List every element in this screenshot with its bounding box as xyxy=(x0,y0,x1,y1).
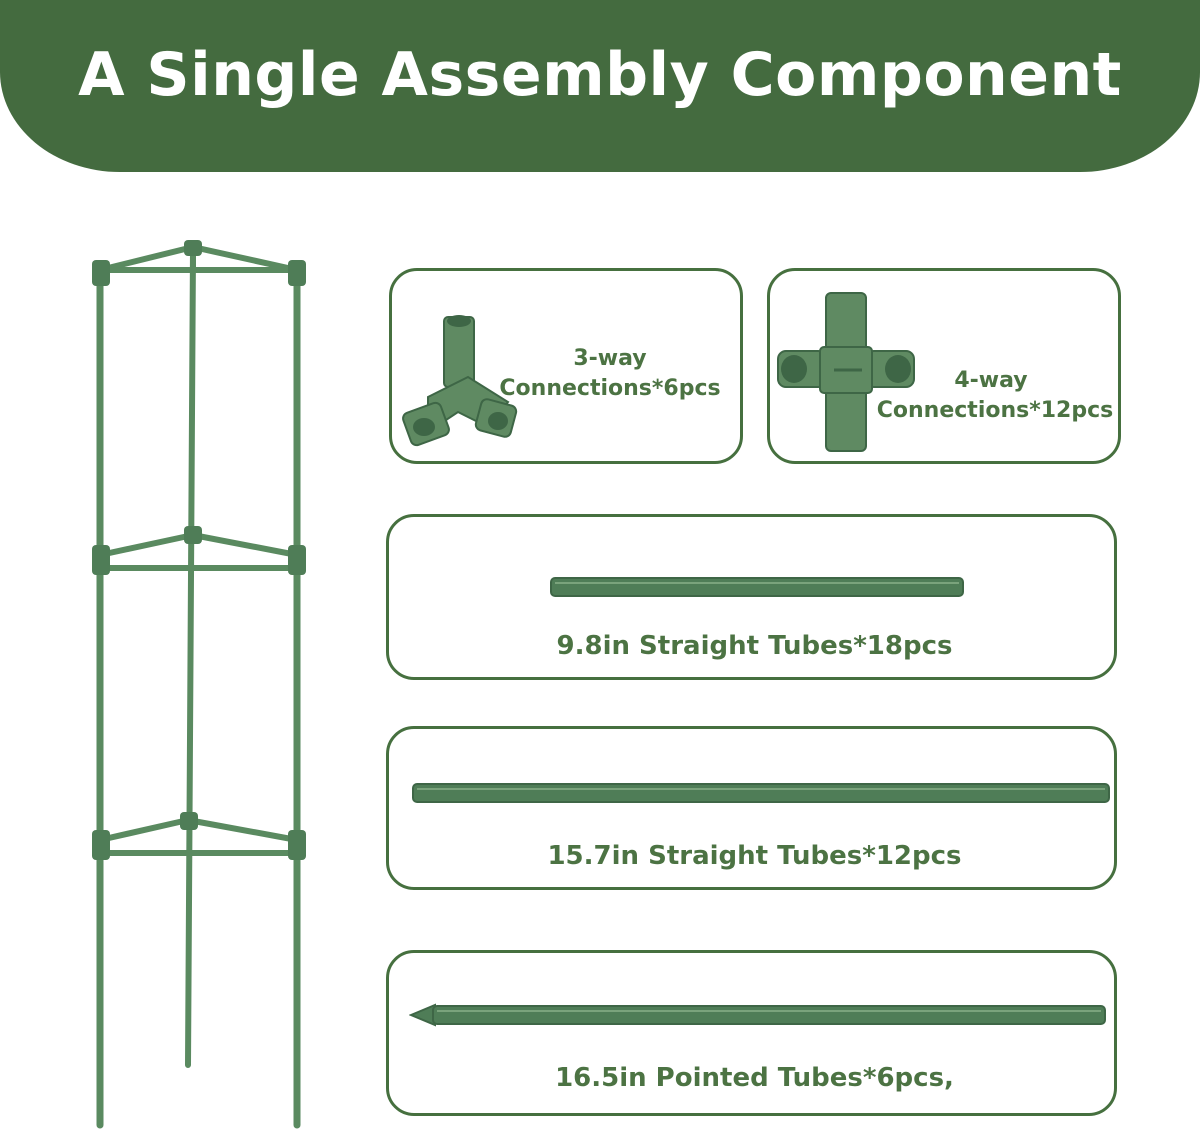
three-way-connections-card: 3-way Connections*6pcs xyxy=(389,268,743,464)
page-title: A Single Assembly Component xyxy=(78,40,1122,110)
pointed-tube-card: 16.5in Pointed Tubes*6pcs, xyxy=(386,950,1117,1116)
long-tube-label: 15.7in Straight Tubes*12pcs xyxy=(547,841,962,871)
four-way-label-line1: 4-way xyxy=(954,368,1028,393)
pointed-tube-label: 16.5in Pointed Tubes*6pcs, xyxy=(555,1063,954,1093)
four-way-connections-card: 4-way Connections*12pcs xyxy=(767,268,1121,464)
pointed-tube-icon xyxy=(409,1003,1106,1027)
short-tube-card: 9.8in Straight Tubes*18pcs xyxy=(386,514,1117,680)
four-way-connector-icon xyxy=(777,292,915,452)
assembled-trellis-image xyxy=(92,240,306,1129)
four-way-label-line2: Connections*12pcs xyxy=(876,398,1114,423)
long-tube-card: 15.7in Straight Tubes*12pcs xyxy=(386,726,1117,890)
three-way-label-line1: 3-way xyxy=(573,346,647,371)
three-way-connector-icon xyxy=(402,315,518,447)
straight-tube-icon xyxy=(412,783,1110,803)
short-tube-label: 9.8in Straight Tubes*18pcs xyxy=(556,631,953,661)
straight-tube-icon xyxy=(550,577,964,597)
header-banner xyxy=(0,0,1200,172)
three-way-label-line2: Connections*6pcs xyxy=(499,376,721,401)
